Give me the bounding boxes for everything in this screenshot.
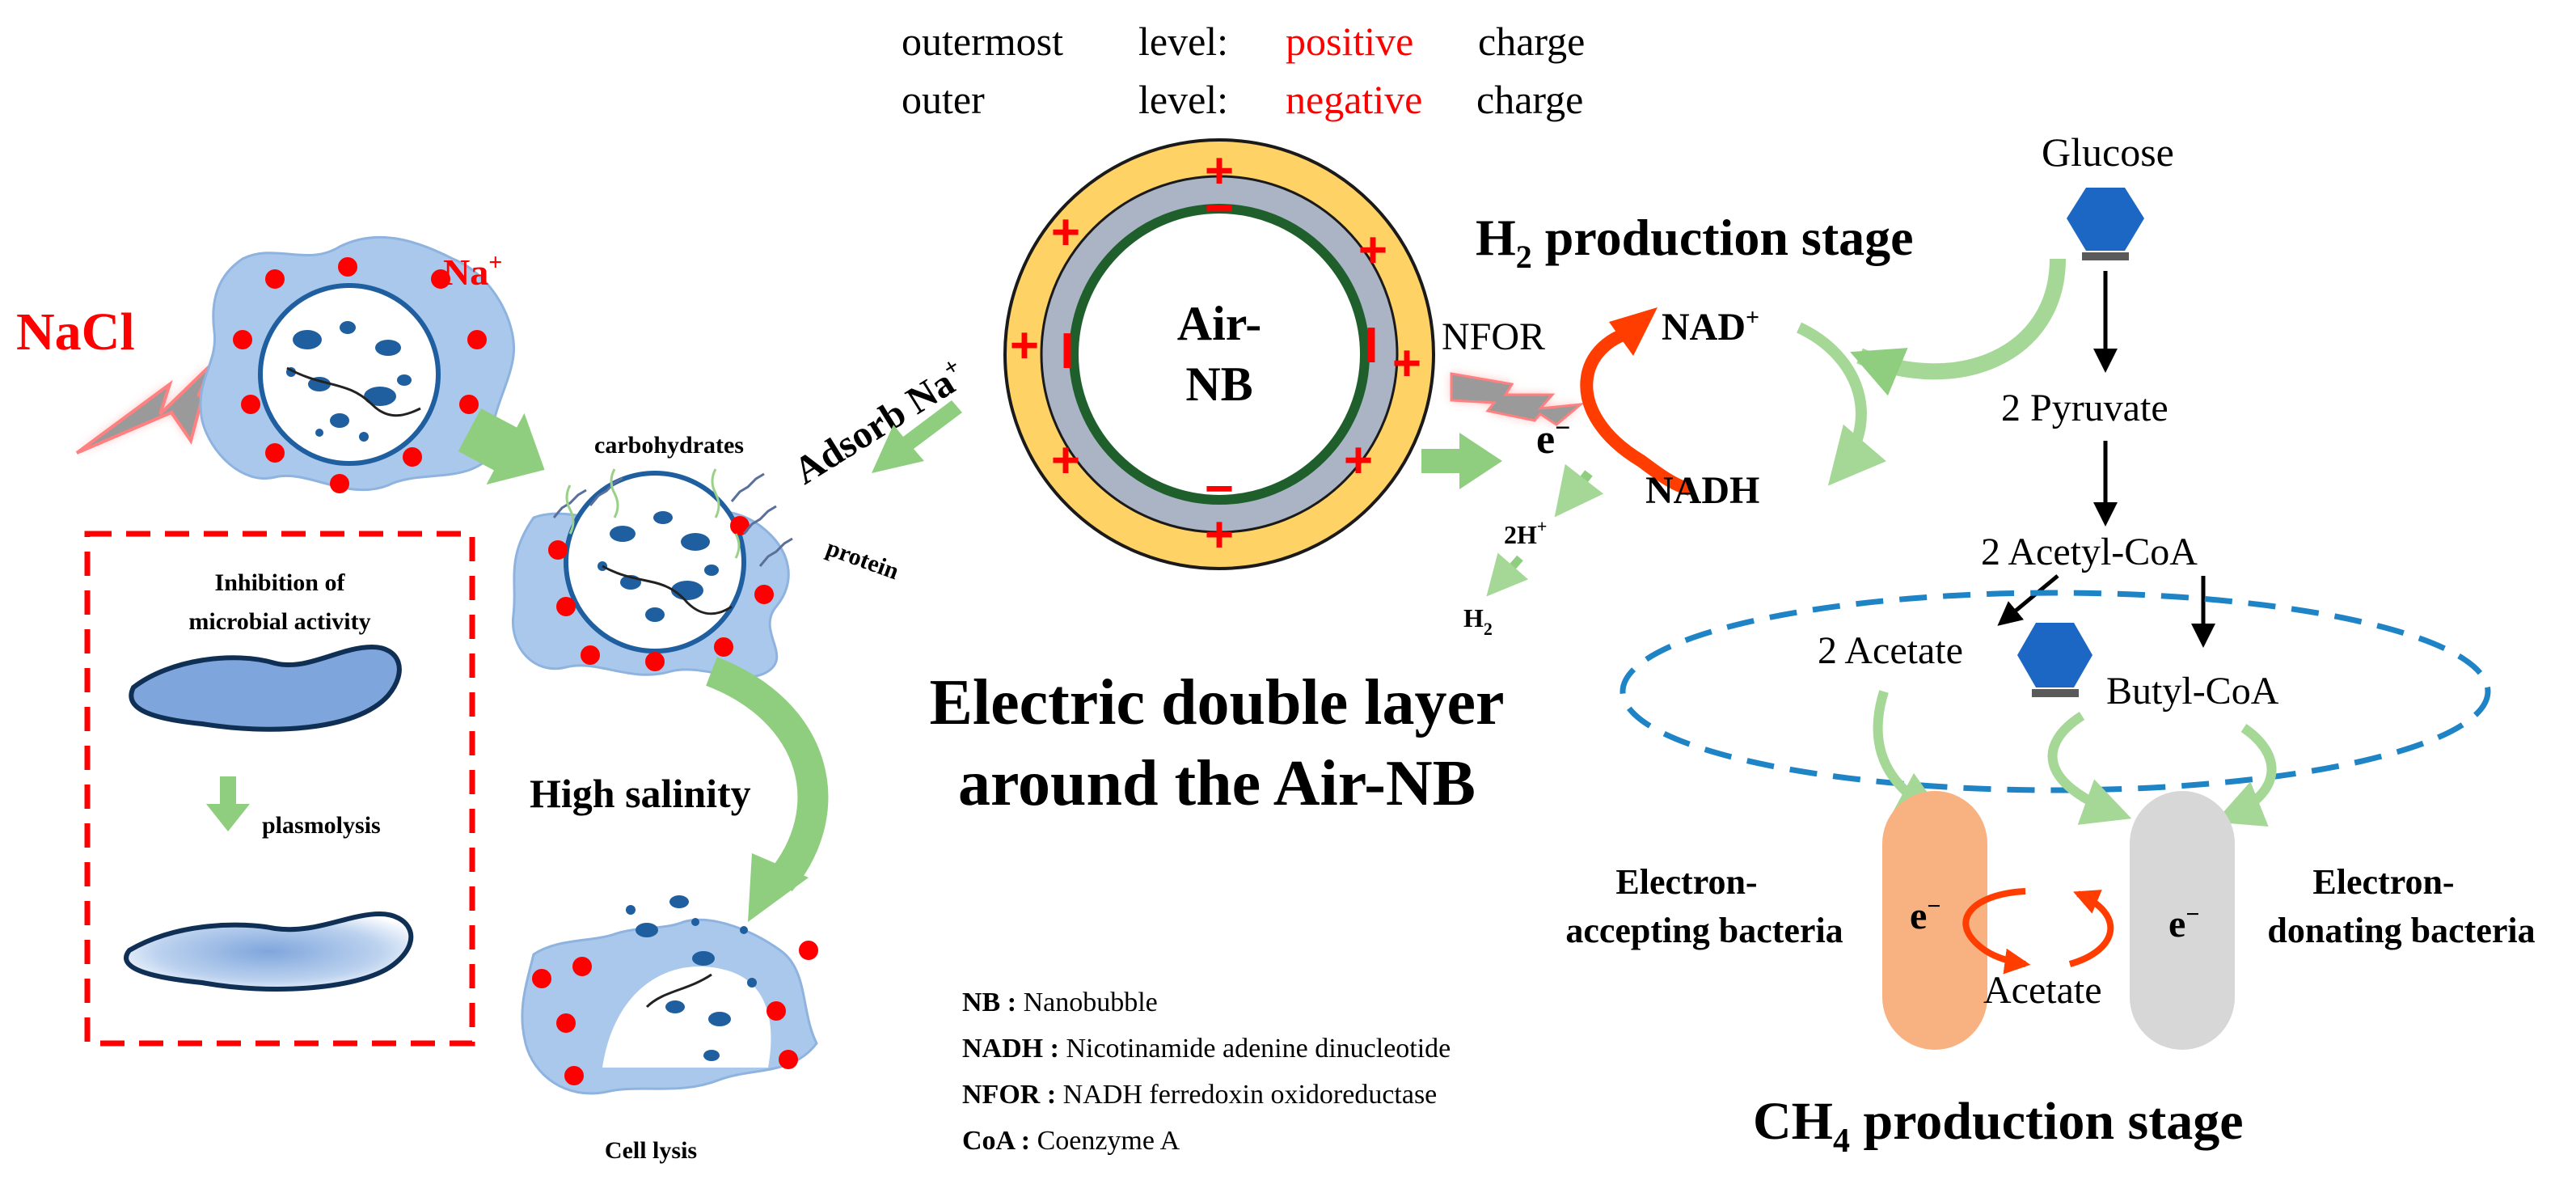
normal-cell-shape: [129, 644, 402, 732]
nad-plus-label: NAD+: [1662, 304, 1759, 349]
center-title-line1: Electric double layer: [930, 667, 1505, 738]
carbohydrates-label: carbohydrates: [594, 432, 744, 459]
arrow-acetyl-acetate: [1997, 574, 2059, 626]
acetyl-coa-label: 2 Acetyl-CoA: [1981, 531, 2198, 573]
electron-donating: e−: [2168, 901, 2199, 945]
charge-legend: outermost level: positive charge outer l…: [902, 19, 1585, 122]
arrow-high-salinity: [705, 657, 829, 922]
cell-middle: [511, 468, 793, 679]
plus-sign: +: [1344, 433, 1373, 488]
electron-accepting: e−: [1910, 893, 1940, 937]
legend-positive: positive: [1286, 19, 1413, 64]
nadh-label: NADH: [1645, 469, 1759, 512]
pyruvate-label: 2 Pyruvate: [2001, 387, 2168, 429]
cell-top: [199, 235, 516, 493]
plus-sign: +: [1392, 336, 1421, 391]
legend-level-1: level:: [1138, 19, 1228, 64]
plus-sign: +: [1051, 433, 1080, 488]
bubble-label-line2: NB: [1185, 357, 1252, 411]
plasmolyzed-cell-shape: [124, 911, 414, 992]
orange-arc-right: [2068, 890, 2114, 967]
protein-label: protein: [823, 535, 903, 586]
green-arc-nad: [1796, 322, 1887, 486]
arrow-bubble-to-electron: [1421, 433, 1502, 489]
inhibition-line1: Inhibition of: [215, 569, 346, 596]
hexagon-molecule-icon: [2017, 623, 2092, 697]
arrow-to-middle-cell: [458, 408, 545, 485]
legend-charge-1: charge: [1478, 19, 1585, 64]
high-salinity-label: High salinity: [530, 771, 751, 816]
accepting-line1: Electron-: [1615, 862, 1757, 902]
center-title-line2: around the Air-NB: [958, 748, 1476, 819]
plasmolysis-label: plasmolysis: [262, 812, 381, 839]
legend-level-2: level:: [1138, 77, 1228, 122]
butyl-coa-label: Butyl-CoA: [2106, 670, 2279, 713]
glossary-item: NADH : Nicotinamide adenine dinucleotide: [962, 1034, 1451, 1064]
legend-outer: outer: [902, 77, 985, 122]
glucose-label: Glucose: [2042, 129, 2174, 175]
inhibition-line2: microbial activity: [188, 608, 370, 635]
legend-negative: negative: [1286, 77, 1422, 122]
minus-sign: I: [1060, 324, 1074, 379]
plasmolysis-arrow: [206, 776, 250, 831]
plus-sign: +: [1051, 205, 1080, 260]
nfor-lightning-icon: [1450, 372, 1585, 426]
arrow-2h-h2: [1486, 552, 1529, 597]
ch4-stage-title: CH4 production stage: [1753, 1092, 2244, 1160]
cell-lysis-label: Cell lysis: [605, 1137, 697, 1164]
donating-bacteria-cell: [2130, 791, 2235, 1050]
minus-sign: I: [1364, 318, 1378, 374]
acetate2-label: 2 Acetate: [1818, 629, 1963, 672]
glossary: NB : Nanobubble NADH : Nicotinamide aden…: [962, 988, 1451, 1156]
minus-sign: −: [1205, 461, 1234, 517]
na-plus-label: Na+: [443, 249, 502, 293]
accepting-bacteria-cell: [1882, 791, 1987, 1050]
arrow-adsorb: [872, 400, 962, 473]
bubble-label-line1: Air-: [1177, 297, 1261, 350]
orange-arc-left: [1962, 888, 2031, 975]
blue-dashed-ellipse: [1620, 590, 2491, 793]
plus-sign: +: [1358, 222, 1387, 278]
legend-charge-2: charge: [1476, 77, 1583, 122]
legend-outermost: outermost: [902, 19, 1063, 64]
nacl-label: NaCl: [16, 302, 135, 362]
h2-label: H2: [1463, 603, 1493, 639]
plus-sign: +: [1010, 318, 1039, 374]
nfor-label: NFOR: [1442, 315, 1545, 358]
minus-sign: −: [1205, 180, 1234, 236]
plus-sign: +: [1205, 143, 1234, 199]
glossary-item: NFOR : NADH ferredoxin oxidoreductase: [962, 1080, 1437, 1110]
orange-arc-nad: [1580, 324, 1692, 496]
acetate-label: Acetate: [1983, 969, 2102, 1012]
donating-line1: Electron-: [2312, 862, 2454, 902]
arrow-electron-2h: [1554, 463, 1604, 518]
accepting-line2: accepting bacteria: [1565, 911, 1843, 950]
arrow-glucose-nad: [1850, 258, 2066, 396]
plus-sign: +: [1205, 507, 1234, 563]
two-h-plus-label: 2H+: [1504, 516, 1547, 549]
donating-line2: donating bacteria: [2267, 911, 2535, 950]
glossary-item: NB : Nanobubble: [962, 988, 1158, 1017]
air-nanobubble: + + + + + + + + − − I I Air- NB: [1003, 138, 1435, 570]
h2-stage-title: H2 production stage: [1476, 209, 1914, 275]
cell-lysed: [521, 895, 818, 1095]
arrow-butyl-donating: [2214, 724, 2277, 827]
arrow-coa-donating: [2047, 711, 2132, 825]
hexagon-molecule-icon: [2067, 188, 2144, 260]
inhibition-box: [84, 531, 475, 1047]
glossary-item: CoA : Coenzyme A: [962, 1126, 1180, 1156]
electron-h2: e−: [1536, 413, 1570, 463]
